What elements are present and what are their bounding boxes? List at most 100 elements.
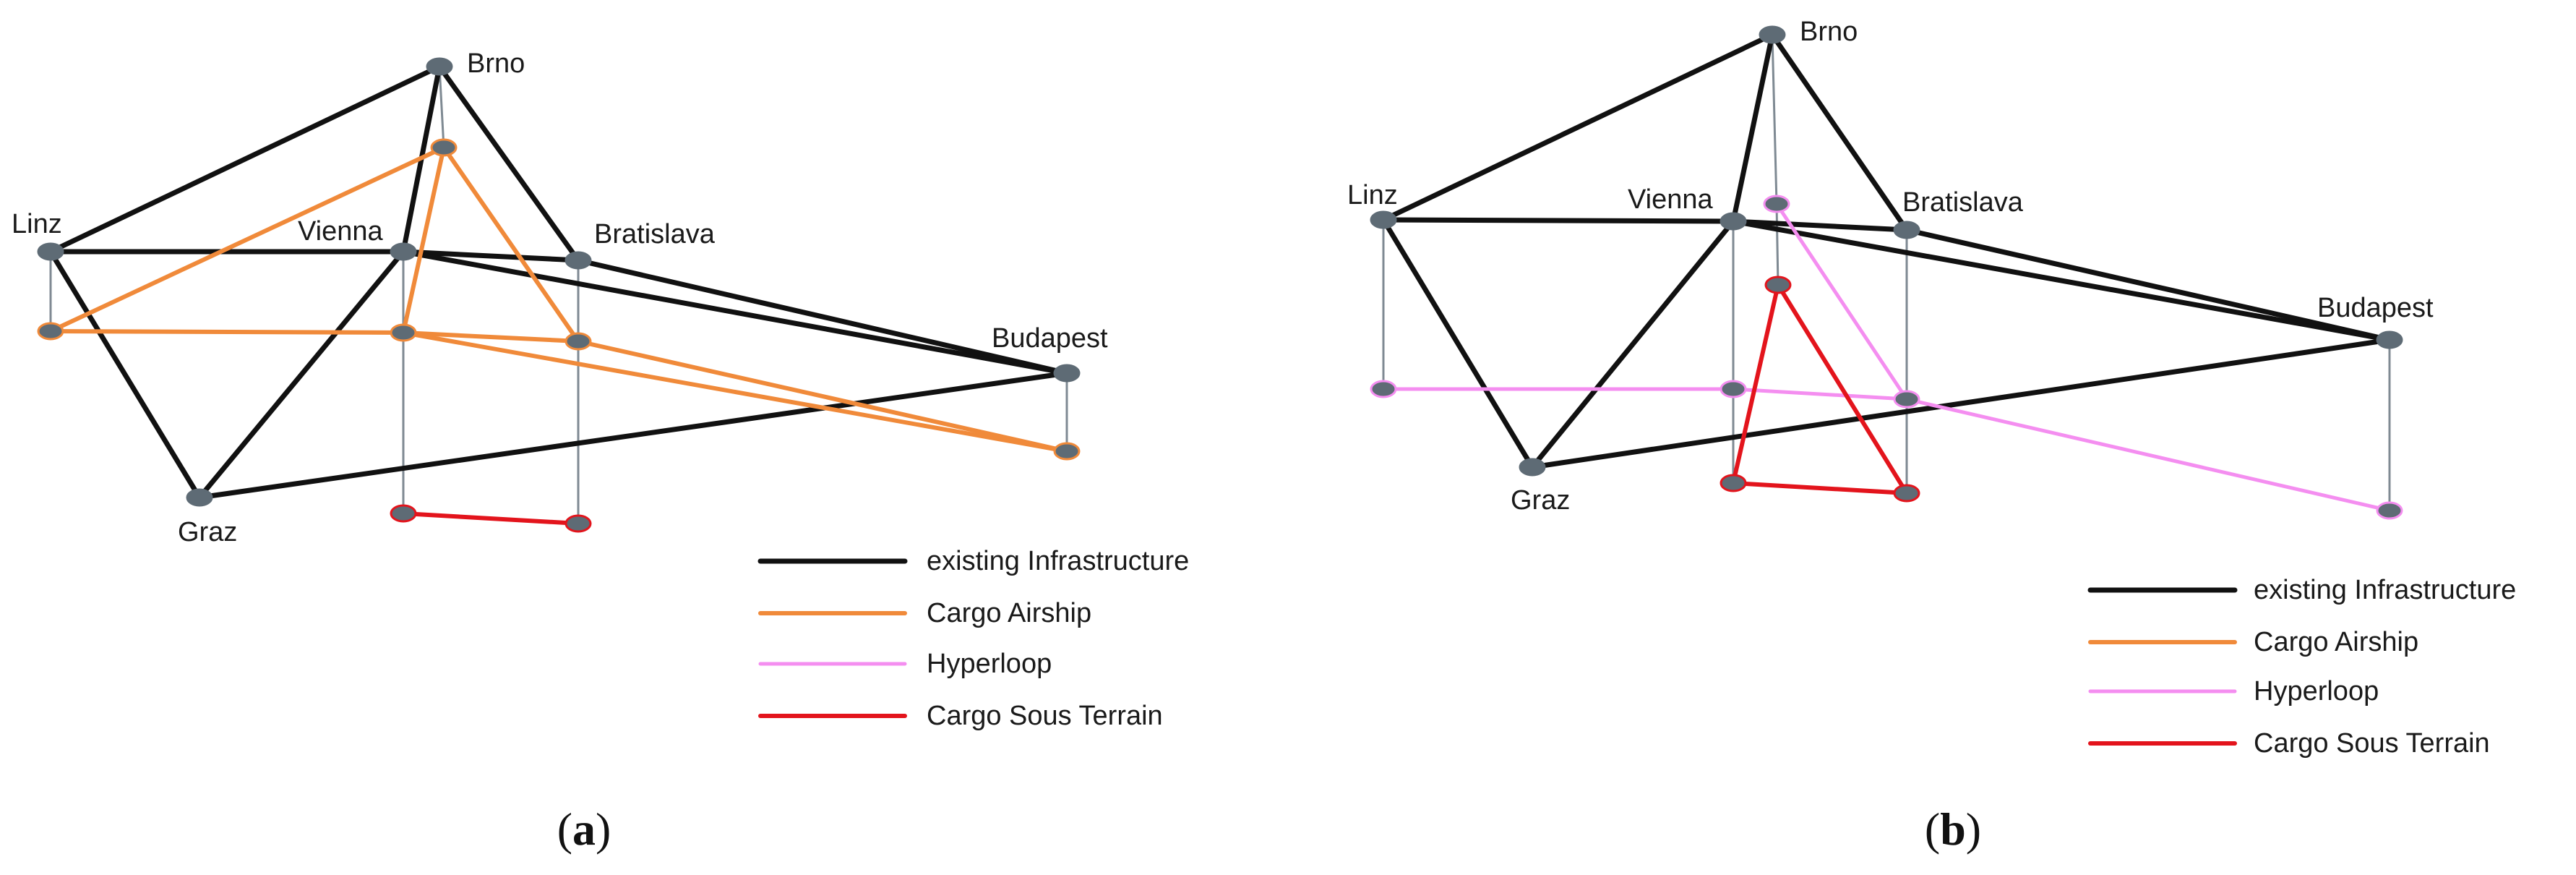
city-label-linz: Linz	[12, 209, 62, 239]
panel-b-legend: existing Infrastructure Cargo Airship Hy…	[2087, 575, 2516, 759]
node-hyperloop	[2376, 501, 2403, 520]
panel-a-existing-links	[48, 64, 1070, 500]
node-airship	[430, 138, 458, 157]
node-cst	[1764, 276, 1792, 294]
node-graz	[1519, 458, 1546, 477]
legend-label-existing: existing Infrastructure	[2254, 575, 2516, 605]
airship-link	[576, 339, 1069, 453]
node-brno	[1759, 25, 1786, 44]
node-brno	[426, 57, 453, 76]
node-bratislava	[1893, 221, 1920, 239]
legend-label-hyperloop: Hyperloop	[2254, 676, 2379, 707]
panel-b-hyperloop-links	[1381, 202, 2392, 513]
existing-link	[400, 249, 1070, 376]
node-bratislava	[564, 251, 592, 270]
caption-close-paren: )	[1966, 803, 1981, 855]
city-label-brno: Brno	[467, 48, 525, 79]
existing-link	[1381, 32, 1775, 223]
panel-b-city-labels: Brno Linz Vienna Bratislava Budapest Gra…	[1347, 17, 2434, 516]
node-airship	[564, 332, 592, 351]
legend-label-airship: Cargo Airship	[2254, 627, 2418, 657]
vertical-link	[1775, 202, 1779, 286]
existing-link	[197, 249, 406, 500]
airship-link	[48, 329, 405, 335]
hyperloop-link	[1774, 202, 1909, 401]
cst-link	[1731, 481, 1909, 495]
panel-a-legend: existing Infrastructure Cargo Airship Hy…	[757, 546, 1189, 731]
panel-b: Brno Linz Vienna Bratislava Budapest Gra…	[1347, 17, 2516, 855]
panel-a-city-labels: Brno Linz Vienna Bratislava Budapest Gra…	[12, 48, 1108, 547]
node-cst	[390, 504, 417, 523]
node-budapest	[1053, 364, 1081, 383]
caption-open-paren: (	[557, 803, 572, 855]
existing-link	[1730, 32, 1775, 224]
existing-link	[575, 257, 1070, 376]
node-linz	[1370, 210, 1397, 229]
panel-a-caption: (a)	[557, 803, 611, 855]
city-label-linz: Linz	[1347, 180, 1398, 210]
panel-a-airship-links	[48, 145, 1069, 453]
hyperloop-link	[1731, 387, 1909, 401]
node-hyperloop	[1763, 195, 1790, 213]
vertical-link	[438, 65, 445, 149]
airship-link	[401, 145, 446, 335]
panel-b-existing-links	[1381, 32, 2392, 470]
caption-close-paren: )	[596, 803, 611, 855]
existing-link	[1381, 217, 1535, 470]
city-label-graz: Graz	[1511, 485, 1570, 516]
existing-link	[48, 64, 442, 255]
node-hyperloop	[1893, 390, 1920, 409]
existing-link	[437, 64, 581, 263]
existing-link	[48, 249, 202, 500]
node-linz	[37, 242, 64, 261]
city-label-vienna: Vienna	[1628, 184, 1714, 215]
panel-a-cst-links	[401, 511, 580, 526]
panel-b-vertical-links	[1382, 33, 2391, 512]
city-label-budapest: Budapest	[992, 323, 1108, 354]
airship-link	[401, 330, 580, 343]
node-budapest	[2376, 330, 2403, 349]
node-airship	[37, 322, 64, 341]
cst-link	[1776, 283, 1909, 495]
existing-link	[1769, 32, 1910, 233]
panel-b-nodes	[1370, 25, 2403, 520]
existing-link	[1904, 227, 2392, 343]
existing-link	[1529, 218, 1736, 470]
panel-b-cst-links	[1731, 283, 1909, 495]
panel-a-nodes	[37, 57, 1081, 533]
city-label-bratislava: Bratislava	[594, 219, 716, 249]
existing-link	[1529, 337, 2392, 470]
caption-letter: b	[1940, 803, 1966, 855]
hyperloop-link	[1905, 397, 2392, 513]
legend-label-cst: Cargo Sous Terrain	[927, 701, 1163, 731]
existing-link	[1730, 218, 2392, 343]
node-vienna	[1720, 212, 1747, 231]
node-airship	[390, 323, 417, 342]
node-cst	[1893, 484, 1920, 503]
airship-link	[401, 330, 1069, 453]
cst-link	[1731, 283, 1780, 485]
legend-label-cst: Cargo Sous Terrain	[2254, 728, 2490, 759]
node-cst	[564, 514, 592, 533]
cst-link	[401, 511, 580, 526]
legend-label-airship: Cargo Airship	[927, 598, 1091, 628]
existing-link	[197, 370, 1070, 500]
city-label-graz: Graz	[178, 517, 237, 547]
node-hyperloop	[1720, 380, 1747, 398]
vertical-link	[1771, 33, 1778, 205]
caption-letter: a	[572, 803, 596, 855]
airship-link	[48, 145, 446, 333]
airship-link	[442, 145, 580, 343]
panel-a-vertical-links	[49, 65, 1068, 525]
node-graz	[186, 488, 213, 507]
node-airship	[1053, 442, 1081, 461]
city-label-budapest: Budapest	[2317, 293, 2434, 323]
city-label-brno: Brno	[1800, 17, 1858, 47]
node-hyperloop	[1370, 380, 1397, 398]
existing-link	[1381, 217, 1736, 224]
existing-link	[400, 249, 581, 263]
legend-label-existing: existing Infrastructure	[927, 546, 1189, 576]
city-label-bratislava: Bratislava	[1902, 187, 2024, 218]
city-label-vienna: Vienna	[298, 216, 384, 247]
